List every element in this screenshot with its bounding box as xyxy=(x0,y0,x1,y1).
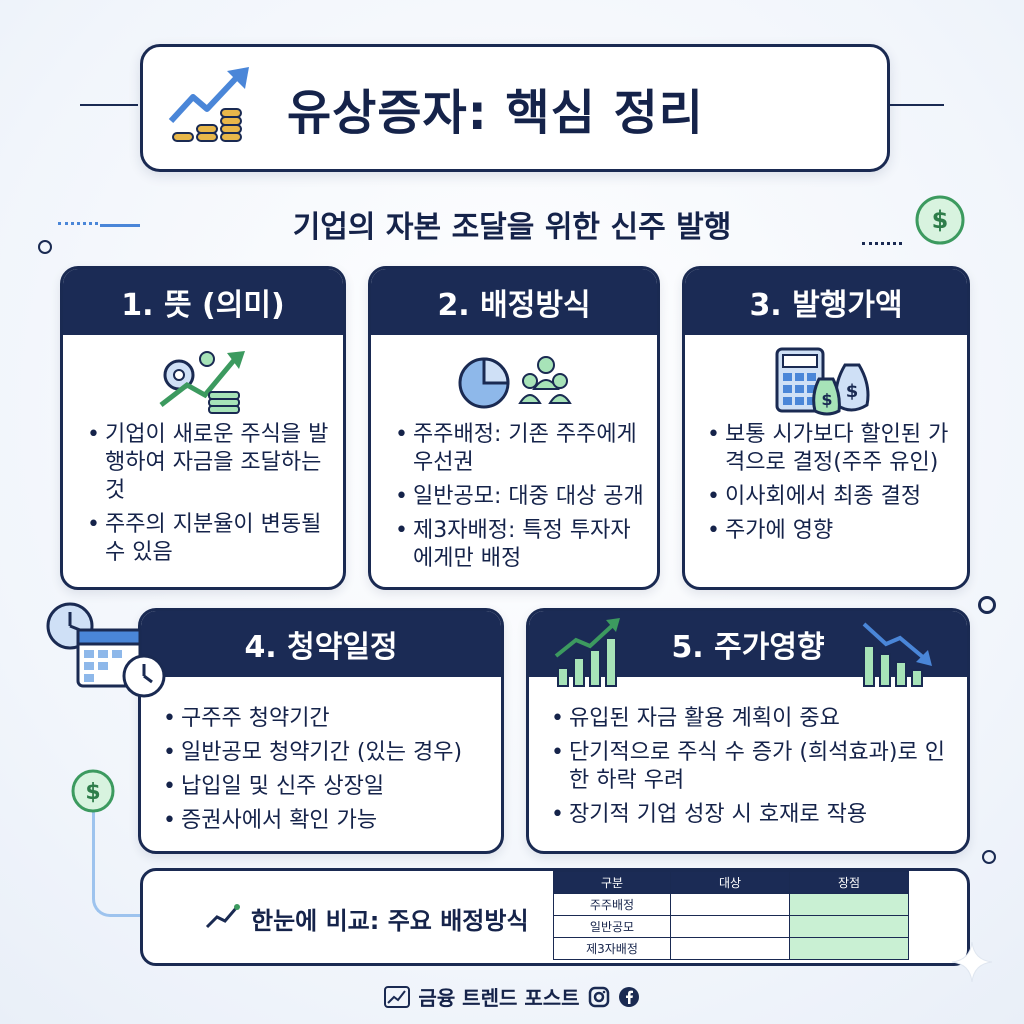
table-cell xyxy=(789,937,909,960)
calculator-moneybag-icon: $ $ xyxy=(775,347,870,416)
table-row: 주주배정 xyxy=(553,893,909,916)
svg-text:$: $ xyxy=(932,206,949,234)
table-row: 제3자배정 xyxy=(553,937,909,960)
list-item: 구주주 청약기간 xyxy=(163,705,491,733)
calendar-clock-icon xyxy=(46,602,166,698)
list-item: 장기적 기업 성장 시 호재로 작용 xyxy=(551,801,957,829)
table-cell xyxy=(670,893,790,916)
svg-text:$: $ xyxy=(821,390,832,409)
card-allocation: 2. 배정방식 주주배정: 기존 주주에게 우선권 일반공모: 대중 대상 공개… xyxy=(368,266,660,590)
title-box: 유상증자: 핵심 정리 xyxy=(140,44,890,172)
svg-text:$: $ xyxy=(85,780,100,805)
table-cell: 일반공모 xyxy=(553,915,671,938)
chart-up-icon xyxy=(554,618,620,687)
list-item: 보통 시가보다 할인된 가격으로 결정(주주 유인) xyxy=(707,421,957,477)
table-header: 대상 xyxy=(670,871,790,894)
table-cell: 제3자배정 xyxy=(553,937,671,960)
list-item: 주가에 영향 xyxy=(707,517,957,545)
chart-down-icon xyxy=(862,622,932,687)
svg-text:$: $ xyxy=(846,381,859,402)
table-row: 일반공모 xyxy=(553,915,909,938)
list-item: 기업이 새로운 주식을 발행하여 자금을 조달하는 것 xyxy=(87,421,333,505)
list-item: 일반공모: 대중 대상 공개 xyxy=(395,483,647,511)
dollar-coin-icon: $ xyxy=(71,769,115,813)
decor-circle xyxy=(978,596,996,614)
list-item: 이사회에서 최종 결정 xyxy=(707,483,957,511)
instagram-icon[interactable] xyxy=(588,986,610,1008)
list-item: 제3자배정: 특정 투자자에게만 배정 xyxy=(395,517,647,573)
decor-connector xyxy=(92,800,141,917)
decor-line-left xyxy=(80,104,138,106)
compare-label: 한눈에 비교: 주요 배정방식 xyxy=(251,907,529,935)
pie-people-icon xyxy=(458,356,572,409)
list-item: 단기적으로 주식 수 증가 (희석효과)로 인한 하락 우려 xyxy=(551,739,957,795)
footer: 금융 트렌드 포스트 xyxy=(0,982,1024,1011)
decor-circle xyxy=(982,850,996,864)
page-subtitle: 기업의 자본 조달을 위한 신주 발행 xyxy=(292,210,732,245)
decor-dots-left xyxy=(58,222,98,229)
list-item: 납입일 및 신주 상장일 xyxy=(163,773,491,801)
decor-dots-right xyxy=(862,242,902,245)
decor-line-left2 xyxy=(100,224,140,227)
trend-chart-icon xyxy=(384,985,411,1008)
list-item: 주주배정: 기존 주주에게 우선권 xyxy=(395,421,647,477)
card-issue-price: 3. 발행가액 $ $ 보통 시가보다 할인된 가격으로 결정(주주 유인) 이… xyxy=(682,266,970,590)
dollar-coin-icon: $ xyxy=(915,195,965,245)
table-cell xyxy=(789,893,909,916)
decor-line-right xyxy=(886,104,944,106)
card-meaning: 1. 뜻 (의미) 기업이 새로운 주식을 발행하여 자금을 조달하는 것 주주… xyxy=(60,266,346,590)
card-heading: 3. 발행가액 xyxy=(685,269,967,335)
facebook-icon[interactable] xyxy=(618,986,640,1008)
gear-growth-icon xyxy=(159,351,245,414)
card-heading: 2. 배정방식 xyxy=(371,269,657,335)
trend-line-icon xyxy=(205,904,240,929)
list-item: 유입된 자금 활용 계획이 중요 xyxy=(551,705,957,733)
card-subscription-schedule: 4. 청약일정 구주주 청약기간 일반공모 청약기간 (있는 경우) 납입일 및… xyxy=(138,608,504,854)
table-cell xyxy=(789,915,909,938)
table-cell xyxy=(670,937,790,960)
card-stock-impact: 5. 주가영향 유입된 자금 활용 계획이 중요 단기적으로 주식 수 증가 (… xyxy=(526,608,970,854)
table-header: 장점 xyxy=(789,871,909,894)
footer-brand: 금융 트렌드 포스트 xyxy=(418,986,580,1010)
sparkle-icon xyxy=(951,941,993,983)
table-header: 구분 xyxy=(553,871,671,894)
card-heading: 5. 주가영향 xyxy=(529,611,967,677)
table-cell: 주주배정 xyxy=(553,893,671,916)
compare-box: 한눈에 비교: 주요 배정방식 구분 대상 장점 주주배정 일반공모 제3자배정 xyxy=(140,868,970,966)
card-heading: 1. 뜻 (의미) xyxy=(63,269,343,335)
card-heading: 4. 청약일정 xyxy=(141,611,501,677)
page-title: 유상증자: 핵심 정리 xyxy=(287,85,704,141)
list-item: 증권사에서 확인 가능 xyxy=(163,807,491,835)
table-cell xyxy=(670,915,790,938)
comparison-table: 구분 대상 장점 주주배정 일반공모 제3자배정 xyxy=(553,871,909,960)
decor-circle xyxy=(38,240,52,254)
list-item: 주주의 지분율이 변동될 수 있음 xyxy=(87,511,333,567)
list-item: 일반공모 청약기간 (있는 경우) xyxy=(163,739,491,767)
growth-coins-icon xyxy=(168,67,249,142)
